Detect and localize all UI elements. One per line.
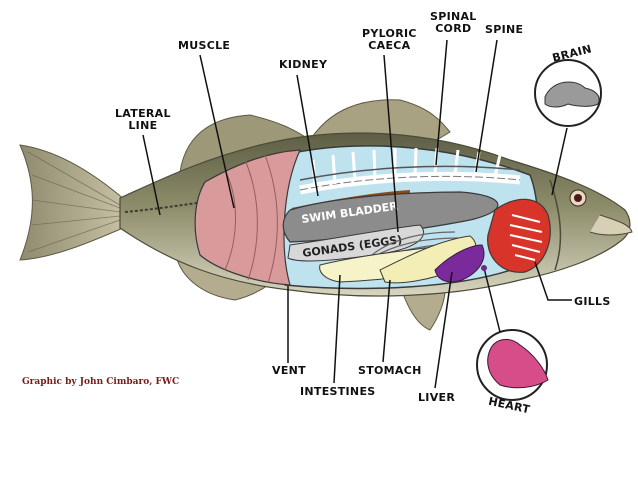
- brain-shape: [544, 81, 600, 108]
- leader-lines: [142, 39, 572, 389]
- label-kidney: KIDNEY: [279, 58, 328, 71]
- heart-shape: [487, 338, 549, 389]
- label-stomach: STOMACH: [358, 364, 422, 377]
- label-gills: GILLS: [574, 295, 611, 308]
- label-lateral-line: LATERAL LINE: [115, 108, 171, 132]
- label-spinal-cord-line1: SPINAL: [430, 10, 477, 23]
- gill-arches: [509, 214, 543, 261]
- label-lateral-line-line1: LATERAL: [115, 107, 171, 120]
- spinal-cord: [299, 165, 521, 181]
- gonads: [287, 224, 425, 262]
- credit-text: Graphic by John Cimbaro, FWC: [22, 377, 180, 387]
- label-muscle: MUSCLE: [178, 39, 231, 52]
- fish-mouth: [589, 214, 633, 236]
- label-intestines: INTESTINES: [300, 385, 376, 398]
- label-spinal-cord-line2: CORD: [435, 22, 472, 35]
- label-vent: VENT: [272, 364, 306, 377]
- label-pyloric-caeca: PYLORIC CAECA: [362, 28, 417, 52]
- gills: [487, 198, 551, 273]
- label-liver: LIVER: [418, 391, 456, 404]
- tail-fin: [19, 144, 131, 261]
- swim-bladder: [282, 191, 499, 243]
- label-spinal-cord: SPINAL CORD: [430, 11, 477, 35]
- liver: [434, 244, 485, 283]
- pelvic-fin: [399, 284, 446, 331]
- label-pyloric-caeca-line1: PYLORIC: [362, 27, 417, 40]
- label-pyloric-caeca-line2: CAECA: [368, 39, 411, 52]
- label-lateral-line-line2: LINE: [128, 119, 158, 132]
- label-spine: SPINE: [485, 23, 524, 36]
